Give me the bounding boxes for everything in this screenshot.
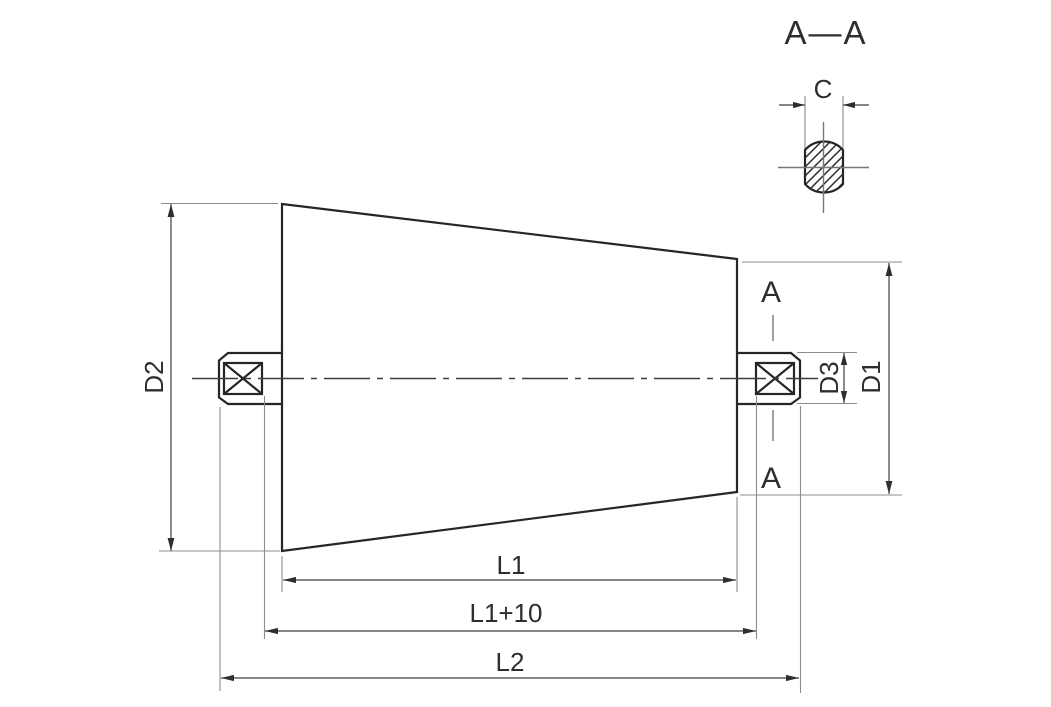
dimension-d2: D2 <box>139 202 280 552</box>
arrow-down-icon <box>840 391 848 403</box>
l1-plus-10-label: L1+10 <box>469 598 542 628</box>
dimension-l1: L1 <box>281 497 738 592</box>
section-view-title: A—A <box>784 14 867 51</box>
arrow-right-icon <box>786 674 799 682</box>
arrow-up-icon <box>885 263 893 276</box>
arrow-down-icon <box>885 481 893 494</box>
main-view: A A D2 D1 D3 <box>139 202 902 693</box>
arrow-left-icon <box>843 101 855 109</box>
dimension-l2: L2 <box>219 406 802 693</box>
section-marker-bottom-label: A <box>761 462 781 495</box>
d2-label: D2 <box>139 360 169 393</box>
dimension-c: C <box>779 74 869 151</box>
arrow-right-icon <box>723 576 736 584</box>
arrow-right-icon <box>743 627 756 635</box>
arrow-left-icon <box>221 674 234 682</box>
l1-label: L1 <box>497 550 526 580</box>
d3-label: D3 <box>814 361 844 394</box>
d1-label: D1 <box>856 360 886 393</box>
section-view-a-a: A—A C <box>778 14 869 213</box>
section-cut-marker: A A <box>761 276 781 495</box>
arrow-left-icon <box>283 576 296 584</box>
dimension-d1: D1 <box>740 261 902 496</box>
arrow-up-icon <box>840 353 848 365</box>
roller-cone-outline <box>280 202 739 553</box>
arrow-up-icon <box>167 204 175 217</box>
section-marker-top-label: A <box>761 276 781 309</box>
arrow-left-icon <box>265 627 278 635</box>
bearing-cross-icon <box>223 362 263 395</box>
shaft-cross-section <box>778 122 869 213</box>
dimension-d3: D3 <box>797 351 857 405</box>
l2-label: L2 <box>496 647 525 677</box>
arrow-right-icon <box>793 101 805 109</box>
dimension-l1-plus-10: L1+10 <box>263 396 758 639</box>
c-label: C <box>814 74 833 104</box>
arrow-down-icon <box>167 538 175 551</box>
